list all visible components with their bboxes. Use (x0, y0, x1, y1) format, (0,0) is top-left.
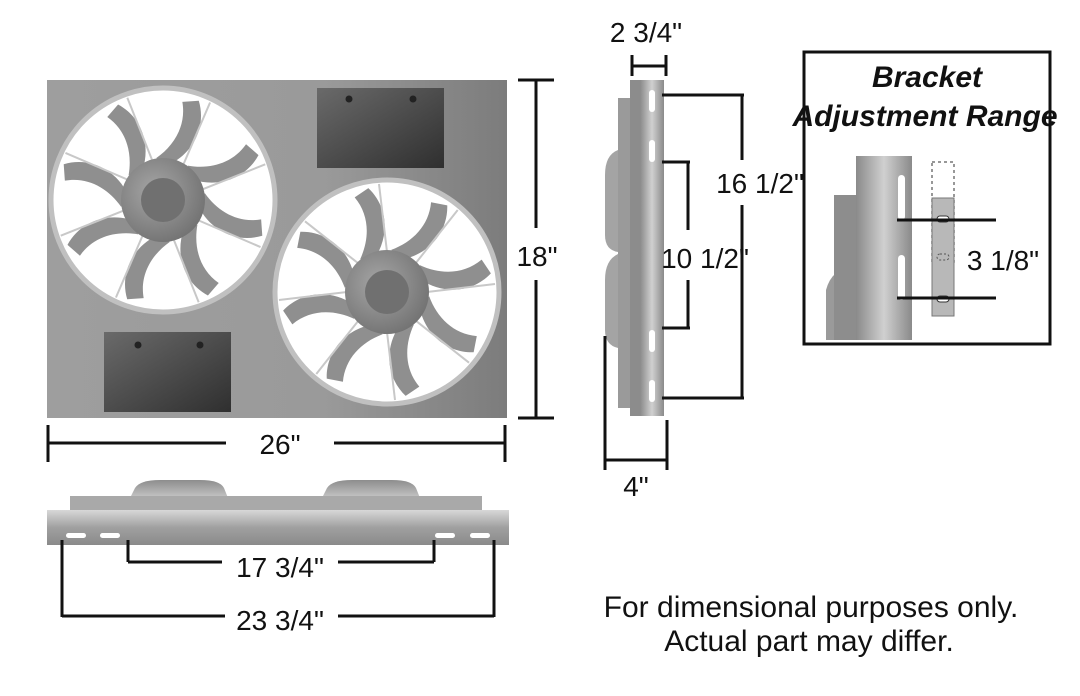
fan-spoke (182, 102, 211, 166)
side-view: 2 3/4" 16 1/2" 10 1/2" 4" (603, 17, 804, 502)
bottom-view: 17 3/4" 23 3/4" (47, 480, 509, 636)
dimension-width (46, 425, 507, 462)
inset-title-line2: Adjustment Range (791, 100, 1057, 133)
fan-spoke (386, 331, 396, 401)
dimension-bottom-depth (603, 336, 669, 470)
fan-left (48, 85, 278, 315)
fan-blade (180, 224, 219, 296)
bottom-slots (66, 533, 490, 538)
dimension-inner-span (126, 540, 436, 564)
dimension-inner-height (662, 160, 690, 330)
front-view: 26" 18" (46, 78, 558, 462)
dimension-top-width (630, 55, 668, 76)
fan-spoke (278, 291, 348, 301)
fan-spoke (426, 283, 496, 293)
fan-spoke (315, 319, 360, 375)
bracket-bottom (47, 510, 509, 545)
fan-right (272, 177, 502, 407)
mounting-plate-top-right (317, 88, 444, 168)
disclaimer: For dimensional purposes only. Actual pa… (604, 591, 1019, 658)
inner-height-label: 10 1/2" (661, 243, 749, 274)
outer-span-label: 23 3/4" (236, 605, 324, 636)
inset-strap (931, 197, 955, 317)
bracket-inset: Bracket Adjustment Range 3 1/8" (791, 50, 1058, 346)
fan-spoke (60, 209, 125, 237)
fan-spoke (197, 219, 261, 248)
fan-spoke (126, 97, 154, 162)
width-label: 26" (259, 429, 300, 460)
fan-blade (283, 294, 355, 325)
disclaimer-line2: Actual part may differ. (664, 625, 954, 658)
dimension-outer-span (60, 540, 496, 618)
fan-spoke (172, 238, 200, 303)
dimension-outer-height (662, 93, 744, 400)
height-label: 18" (516, 241, 557, 272)
fan-blade (63, 162, 128, 207)
fan-spoke (65, 152, 129, 181)
fan-blade (389, 324, 420, 396)
fan-spoke (304, 220, 360, 265)
bracket-side (640, 80, 664, 416)
fan-spoke (414, 319, 470, 364)
fan-blade (107, 104, 146, 176)
shroud-bottom (70, 496, 482, 512)
fan-spoke (201, 163, 266, 191)
fan-blade (67, 217, 139, 256)
fan-spoke (115, 234, 144, 298)
bracket-slots (649, 90, 655, 402)
fan-spoke (414, 209, 459, 265)
motor-dome-right (322, 480, 420, 498)
fan-blade (419, 259, 491, 290)
fan-blade (125, 235, 170, 300)
fan-blade (297, 231, 355, 288)
range-label: 3 1/8" (967, 245, 1039, 276)
top-width-label: 2 3/4" (610, 17, 682, 48)
fan-spoke (378, 183, 388, 253)
fan-blade (419, 296, 477, 353)
fan-blade (354, 188, 385, 260)
fan-blade (391, 202, 448, 260)
disclaimer-line1: For dimensional purposes only. (604, 591, 1019, 624)
fan-blade (326, 324, 383, 382)
fan-blade (187, 144, 259, 183)
inset-shroud (834, 195, 858, 340)
fan-blade (156, 100, 201, 165)
inset-range-lines (897, 218, 996, 300)
motor-dome-left (130, 480, 228, 498)
outer-height-label: 16 1/2" (716, 168, 804, 199)
mounting-plate-bottom-left (104, 332, 231, 412)
bottom-depth-label: 4" (623, 471, 649, 502)
fan-blade (198, 193, 263, 238)
dimension-height (518, 78, 554, 420)
inner-span-label: 17 3/4" (236, 552, 324, 583)
inset-title-line1: Bracket (872, 61, 984, 94)
